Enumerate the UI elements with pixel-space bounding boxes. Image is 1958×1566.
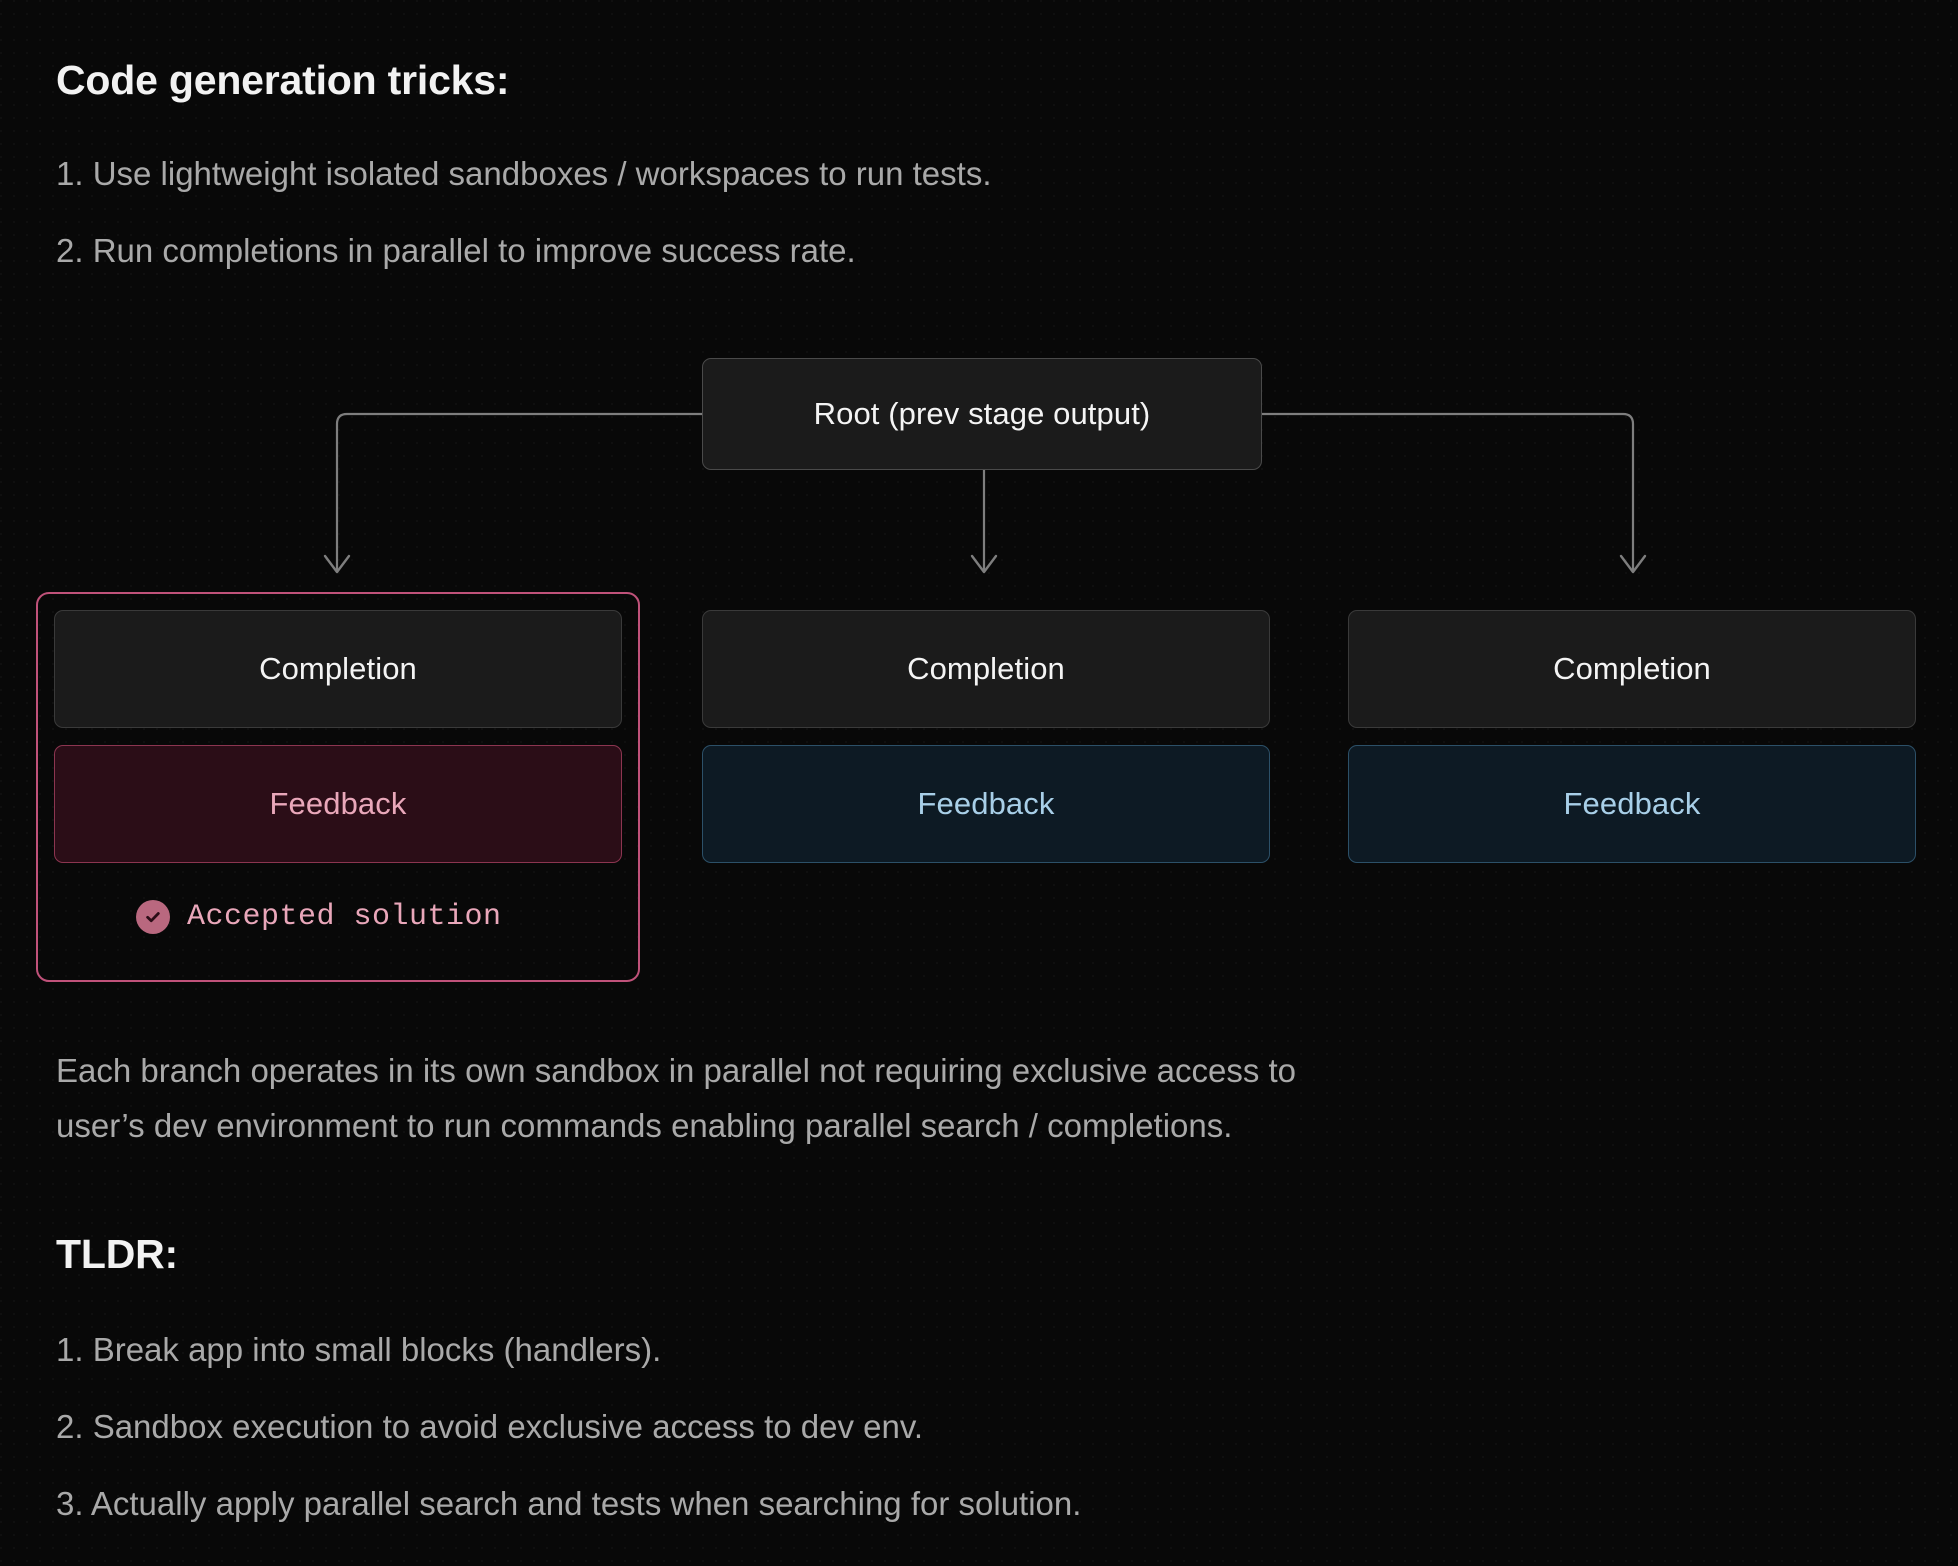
code-generation-tricks-heading: Code generation tricks: xyxy=(56,57,510,103)
accepted-solution-badge: Accepted solution xyxy=(136,900,502,934)
tldr-list-item-2: 2. Sandbox execution to avoid exclusive … xyxy=(56,1408,924,1445)
diagram-node-feedback-3[interactable]: Feedback xyxy=(1348,745,1916,863)
tldr-list-item-3: 3. Actually apply parallel search and te… xyxy=(56,1485,1082,1522)
diagram-node-feedback-2[interactable]: Feedback xyxy=(702,745,1270,863)
diagram-connectors xyxy=(323,412,1647,574)
diagram-branch-accepted-highlight[interactable] xyxy=(36,592,640,982)
tricks-list-item-1: 1. Use lightweight isolated sandboxes / … xyxy=(56,155,992,192)
tldr-list-item-1: 1. Break app into small blocks (handlers… xyxy=(56,1331,662,1368)
diagram-node-feedback-1[interactable]: Feedback xyxy=(54,745,622,863)
sandbox-note-line-2: user’s dev environment to run commands e… xyxy=(56,1107,1233,1144)
diagram-node-completion-1[interactable]: Completion xyxy=(54,610,622,728)
diagram-node-root[interactable]: Root (prev stage output) xyxy=(702,358,1262,470)
accepted-solution-label: Accepted solution xyxy=(187,900,502,934)
tricks-list-item-2: 2. Run completions in parallel to improv… xyxy=(56,232,856,269)
check-circle-icon xyxy=(136,900,170,934)
diagram-node-completion-3[interactable]: Completion xyxy=(1348,610,1916,728)
sandbox-note-line-1: Each branch operates in its own sandbox … xyxy=(56,1052,1297,1089)
tldr-heading: TLDR: xyxy=(56,1231,178,1277)
parallel-completion-diagram: Root (prev stage output) Completion Feed… xyxy=(36,358,1916,982)
diagram-node-completion-2[interactable]: Completion xyxy=(702,610,1270,728)
